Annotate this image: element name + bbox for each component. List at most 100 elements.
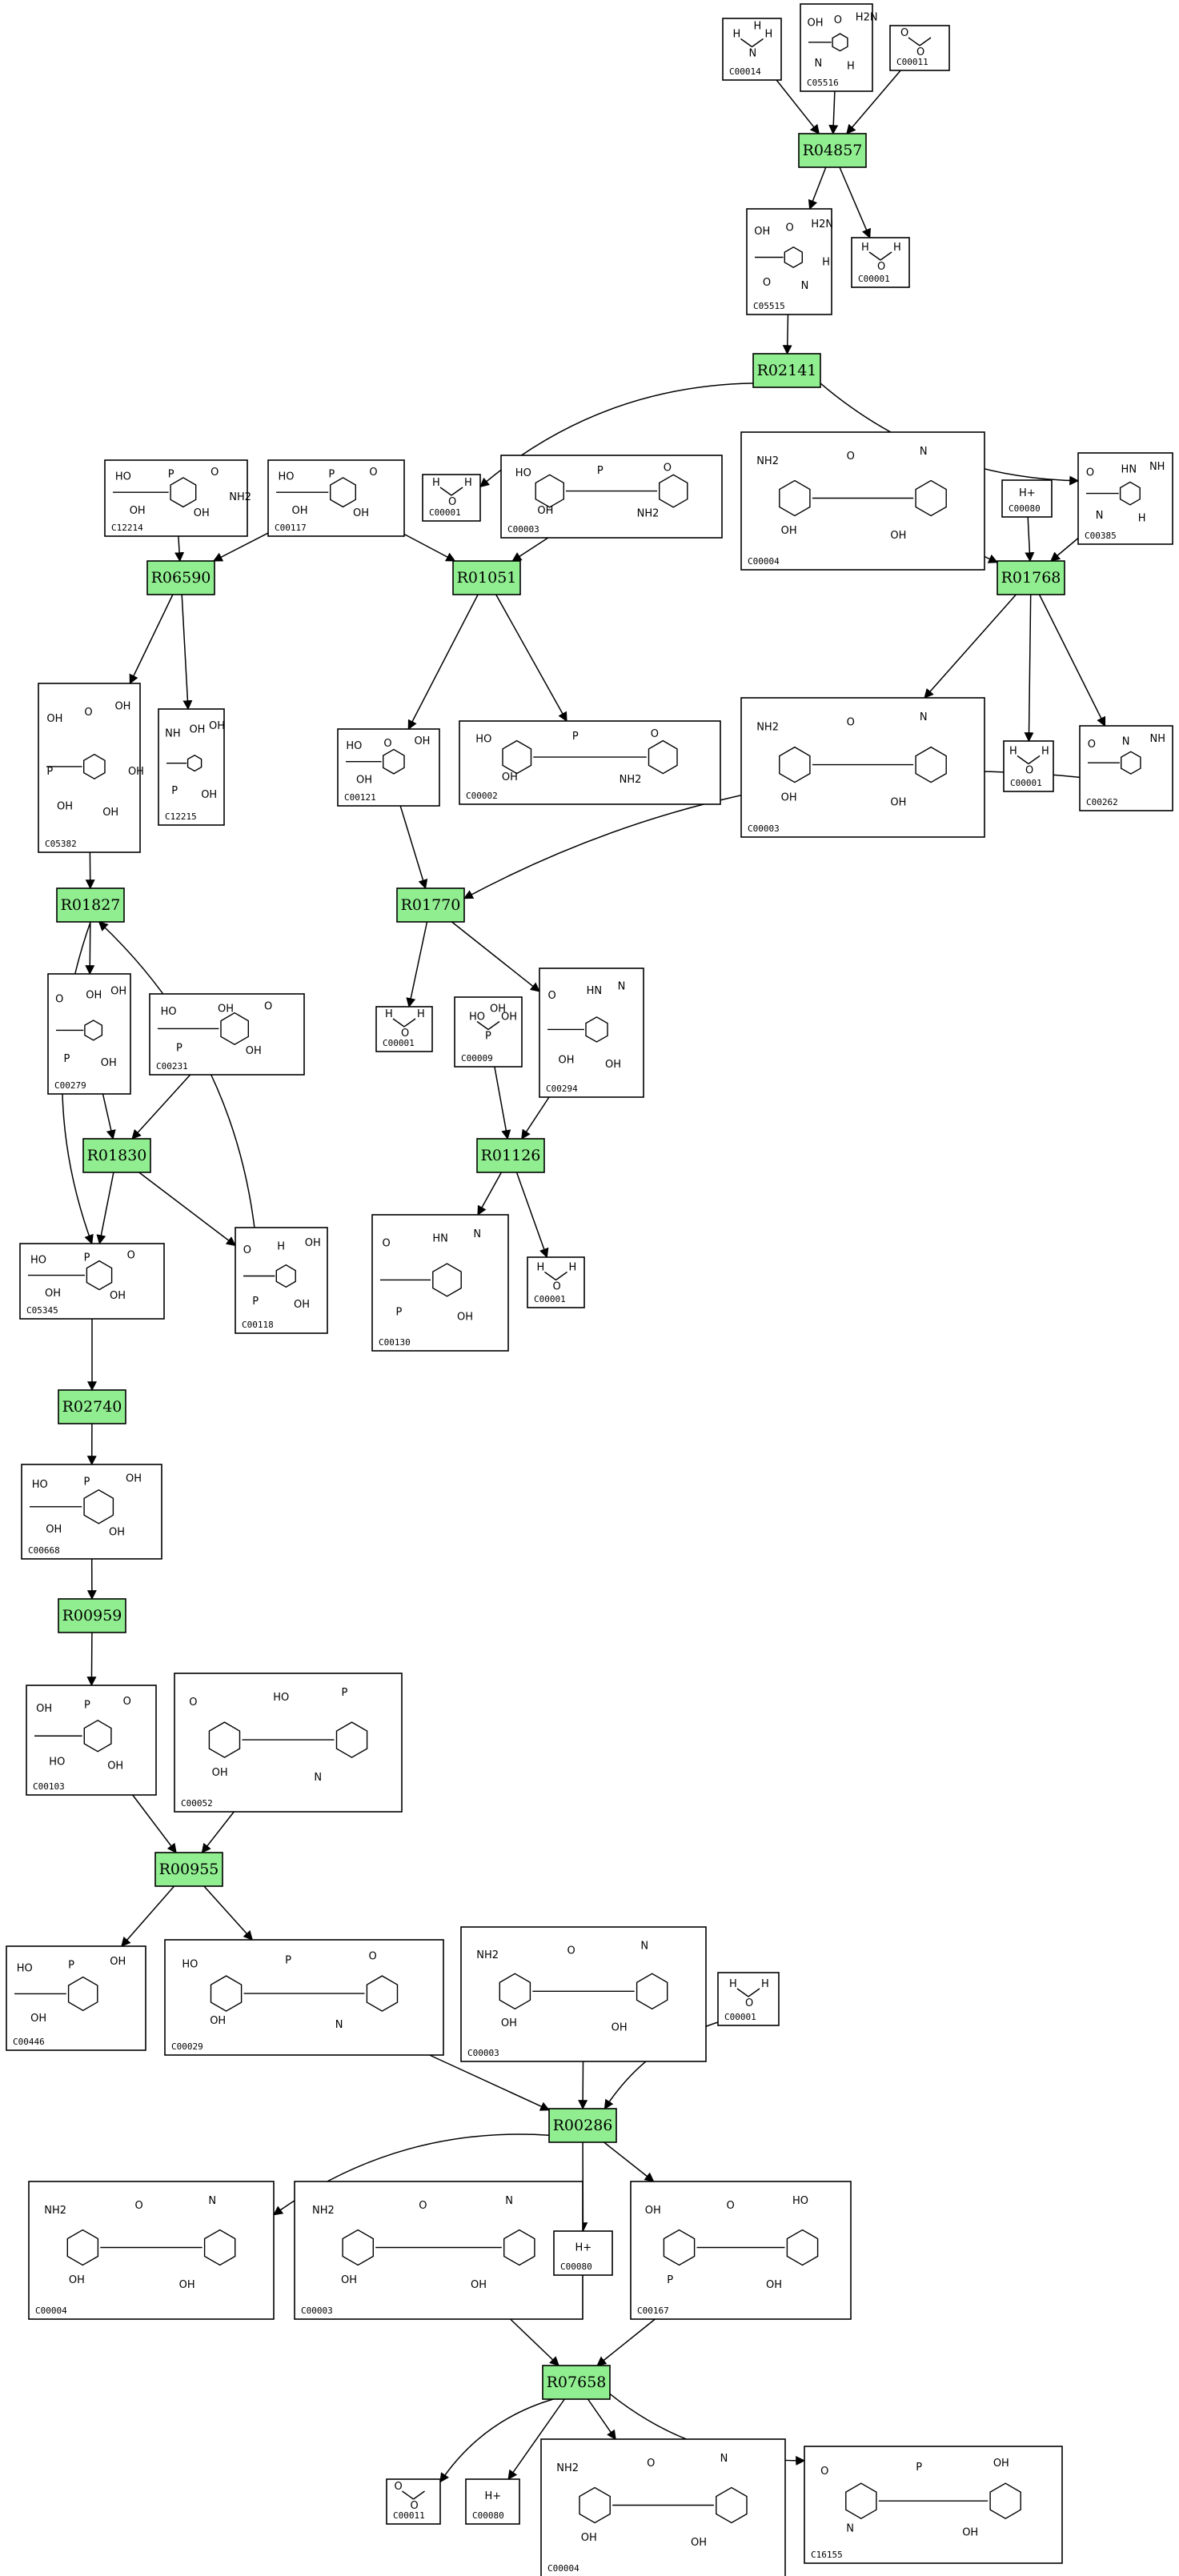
atom-label: HO — [161, 1006, 177, 1018]
reaction-id-label: R02740 — [62, 1398, 122, 1416]
reaction-node[interactable]: R01768 — [997, 560, 1065, 595]
ring-shape — [210, 1975, 243, 2012]
reaction-node[interactable]: R01770 — [396, 887, 465, 923]
reaction-node[interactable]: R00286 — [548, 2108, 617, 2143]
reaction-id-label: R02141 — [757, 362, 817, 379]
atom-label: P — [63, 1053, 70, 1065]
atom-label: H — [754, 21, 762, 33]
reaction-node[interactable]: R04857 — [798, 133, 867, 168]
atom-label: NH — [1149, 461, 1165, 473]
reaction-node[interactable]: R01126 — [476, 1138, 545, 1173]
compound-node[interactable]: H+C00080 — [1001, 479, 1053, 518]
atom-label: OH — [537, 505, 553, 517]
atom-label: P — [84, 1252, 90, 1264]
atom-label: N — [749, 48, 757, 60]
reaction-node[interactable]: R00955 — [154, 1852, 223, 1887]
compound-node[interactable]: H+C00080 — [465, 2478, 520, 2525]
atom-label: OH — [107, 1760, 123, 1772]
edge-R01768-c19 — [1038, 594, 1106, 727]
atom-label: OH — [30, 2013, 46, 2025]
edge-c37-R07658 — [510, 2318, 559, 2366]
reaction-box — [476, 1138, 545, 1173]
atom-label: P — [667, 2274, 673, 2286]
compound-box — [804, 2446, 1063, 2564]
atom-label: HO — [30, 1254, 46, 1266]
atom-label: OH — [781, 792, 797, 804]
reaction-id-label: R01126 — [481, 1147, 541, 1164]
atom-label: N — [920, 446, 928, 458]
edge-R01770-c22 — [406, 921, 428, 1008]
atom-label: N — [1096, 510, 1104, 522]
reaction-node[interactable]: R02740 — [58, 1389, 126, 1424]
atom-label: NH2 — [637, 507, 660, 519]
atom-label: N — [815, 58, 823, 70]
atom-label: HO — [346, 740, 362, 752]
compound-id-label: C00668 — [28, 1545, 60, 1556]
compound-box — [746, 208, 832, 315]
compound-box — [722, 18, 782, 81]
reaction-node[interactable]: R01051 — [452, 560, 521, 595]
ring-shape — [66, 2229, 99, 2266]
compound-id-label: C00001 — [724, 2012, 756, 2022]
atom-label: NH — [1150, 733, 1166, 745]
bond-line — [868, 251, 881, 261]
compound-node[interactable]: H+C00080 — [553, 2230, 613, 2276]
edge-c21-R01830 — [131, 1074, 191, 1140]
reaction-node[interactable]: R01830 — [82, 1138, 151, 1173]
atom-label: P — [597, 465, 604, 477]
edge-R00955-c32 — [121, 1885, 175, 1947]
reaction-node[interactable]: R06590 — [146, 560, 215, 595]
compound-box — [630, 2181, 852, 2320]
reaction-node[interactable]: R01827 — [56, 887, 125, 923]
reaction-node[interactable]: R00959 — [58, 1598, 126, 1633]
compound-box — [454, 996, 523, 1068]
reaction-id-label: R01770 — [401, 896, 461, 914]
ring-shape — [648, 739, 678, 775]
atom-label: OH — [581, 2532, 597, 2544]
bond-line — [908, 37, 920, 46]
reaction-node[interactable]: R07658 — [542, 2365, 611, 2400]
edge-R06590-c14 — [181, 594, 193, 711]
reaction-node[interactable]: R02141 — [752, 353, 821, 388]
